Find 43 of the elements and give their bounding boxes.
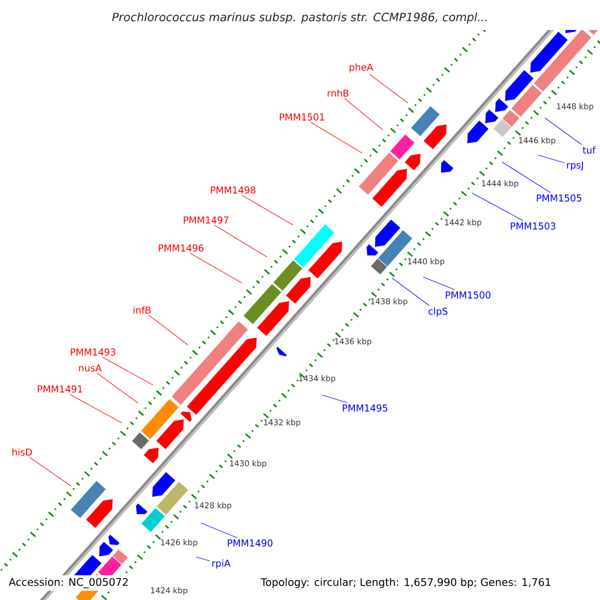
gene-label: PMM1495	[342, 404, 388, 412]
leader-line	[190, 252, 242, 284]
gene-label: PMM1490	[228, 539, 272, 547]
leader-line	[310, 122, 362, 154]
footer-text: Topology: circular; Length: 1,657,990 bp; Genes: 1,761	[258, 575, 554, 591]
gene-label: PMM1491	[38, 385, 82, 393]
leader-line	[102, 356, 154, 386]
leader-line	[322, 394, 348, 404]
gene-label: PMM1497	[184, 216, 228, 224]
footer-text: Accession: NC_005072	[6, 575, 132, 591]
gene-label: PMM1496	[158, 244, 204, 252]
leader-line	[369, 74, 408, 104]
gene-label: rpiA	[212, 559, 230, 569]
leader-line	[242, 194, 294, 226]
leader-line	[96, 372, 138, 404]
gene-label: tuf	[582, 146, 596, 154]
leader-line	[422, 276, 456, 290]
gene-label: rnhB	[328, 89, 348, 97]
leader-line	[214, 224, 268, 258]
gene-label: PMM1505	[536, 194, 582, 202]
gene-label: PMM1503	[510, 222, 556, 230]
title: Prochlorococcus marinus subsp. pastoris str. CCMP1986, compl...	[110, 10, 490, 26]
leader-line	[502, 162, 551, 194]
gene-label: PMM1501	[280, 113, 324, 121]
leader-line	[29, 457, 72, 486]
leader-line	[148, 315, 188, 346]
leader-line	[344, 98, 384, 130]
gene-label: nusA	[79, 364, 102, 372]
gene-label: PMM1498	[210, 186, 256, 194]
gene-label: PMM1493	[70, 348, 116, 356]
gene-label: hisD	[12, 448, 32, 456]
leader-line	[538, 154, 565, 164]
leader-line	[472, 192, 524, 222]
leader-line	[69, 394, 122, 424]
leader-line	[392, 278, 430, 306]
gene-label: pheA	[350, 63, 374, 73]
gene-label: rpsJ	[567, 162, 583, 170]
leader-line	[196, 556, 210, 562]
gene-label: PMM1500	[446, 291, 490, 299]
gene-label: infB	[134, 306, 151, 314]
leader-line	[200, 522, 238, 538]
gene-label: clpS	[428, 307, 448, 317]
leader-line	[544, 118, 582, 145]
